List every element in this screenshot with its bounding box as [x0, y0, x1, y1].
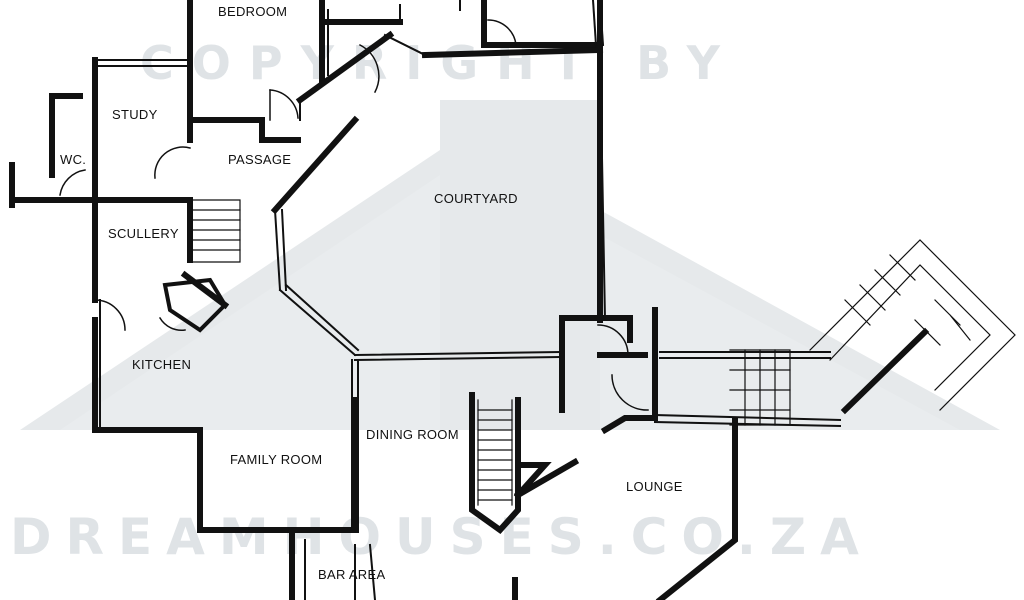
label-study: STUDY: [112, 107, 158, 122]
label-passage: PASSAGE: [228, 152, 292, 167]
label-dining-room: DINING ROOM: [366, 427, 459, 442]
label-bedroom: BEDROOM: [218, 4, 288, 19]
label-scullery: SCULLERY: [108, 226, 179, 241]
heavy-walls: [9, 0, 930, 600]
label-courtyard: COURTYARD: [434, 191, 518, 206]
thin-walls: [94, 0, 842, 600]
stair-treads: [191, 199, 1016, 506]
door-swings: [59, 19, 649, 411]
label-family-room: FAMILY ROOM: [230, 452, 323, 467]
label-bar-area: BAR AREA: [318, 567, 386, 582]
watermark-top-line: COPYRIGHT BY: [140, 36, 738, 90]
label-kitchen: KITCHEN: [132, 357, 192, 372]
label-lounge: LOUNGE: [626, 479, 683, 494]
label-wc: WC.: [60, 152, 87, 167]
